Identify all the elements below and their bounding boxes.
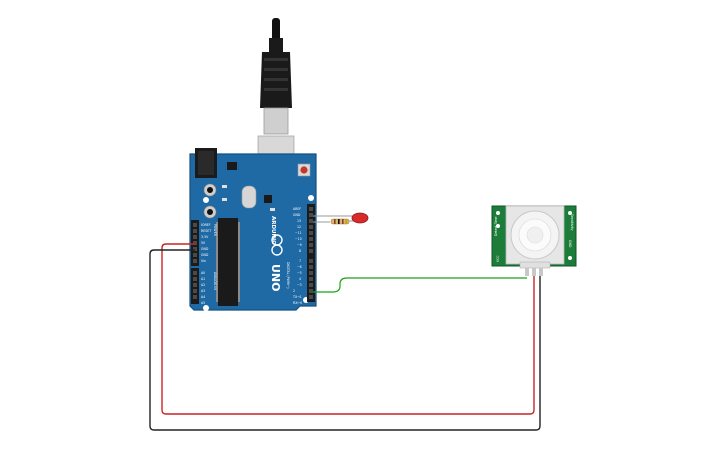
- pir-sensor[interactable]: Detect Time Sensitivity VCC GND: [491, 205, 577, 276]
- power-pin-label: Vin: [201, 259, 206, 263]
- analog-pin-label: A3: [201, 289, 205, 293]
- wires: [149, 243, 541, 431]
- analog-pin-label: A2: [201, 283, 205, 287]
- digital-pin-label: AREF: [293, 207, 301, 211]
- crystal: [241, 185, 257, 209]
- power-header-label: POWER: [213, 224, 217, 237]
- digital-pin-label: TX→1: [292, 295, 302, 299]
- digital-pin-label: GND: [293, 213, 301, 217]
- signal-wire[interactable]: [313, 277, 527, 293]
- arduino-logo: [271, 234, 283, 256]
- digital-pin-label: 13: [297, 219, 301, 223]
- brand-label: ARDUINO: [270, 216, 276, 245]
- mounting-hole: [203, 305, 209, 311]
- digital-pin-label: ~5: [297, 271, 302, 275]
- digital-pin-label: ~6: [297, 265, 302, 269]
- vcc-wire[interactable]: [161, 243, 535, 415]
- digital-pin-label: ~3: [297, 283, 302, 287]
- led-resistor-assembly[interactable]: [313, 212, 369, 225]
- small-chip: [227, 162, 237, 170]
- digital-header-label: DIGITAL (PWM~): [286, 262, 290, 288]
- ground-wire[interactable]: [149, 249, 541, 431]
- sensor-side-label: Detect Time: [494, 217, 498, 236]
- power-pin-label: GND: [201, 247, 209, 251]
- mounting-hole: [308, 195, 314, 201]
- digital-pin-label: 4: [299, 277, 301, 281]
- led[interactable]: [351, 212, 369, 224]
- microcontroller-chip: [218, 218, 238, 306]
- small-chip: [264, 195, 272, 203]
- digital-pin-label: ~11: [295, 231, 302, 235]
- sensor-side-label: Sensitivity: [570, 214, 574, 231]
- mounting-hole: [203, 197, 209, 203]
- power-pin-label: GND: [201, 253, 209, 257]
- power-pin-label: 3.3V: [201, 235, 209, 239]
- analog-pin-label: A1: [201, 277, 205, 281]
- digital-pin-label: ~9: [297, 243, 302, 247]
- digital-pin-label: 12: [297, 225, 301, 229]
- sensor-pin-label: GND: [568, 240, 572, 248]
- digital-pin-label: 2: [293, 289, 295, 293]
- digital-pin-label: 8: [299, 249, 301, 253]
- model-label: UNO: [269, 264, 282, 292]
- power-pin-label: 5V: [201, 241, 206, 245]
- digital-pin-label: 7: [299, 259, 301, 263]
- analog-pin-label: A5: [201, 301, 205, 305]
- analog-header-label: ANALOG IN: [213, 272, 217, 290]
- sensor-pin-label: VCC: [496, 255, 500, 262]
- arduino-board[interactable]: IOREF RESET 3.3V 5V GND GND Vin A0 A1 A2…: [189, 148, 317, 311]
- power-pin-label: RESET: [201, 229, 211, 233]
- analog-pin-label: A0: [201, 271, 205, 275]
- analog-pin-label: A4: [201, 295, 205, 299]
- digital-pin-label: ~10: [295, 237, 302, 241]
- power-pin-label: IOREF: [201, 223, 211, 227]
- digital-pin-label: RX←0: [293, 301, 302, 305]
